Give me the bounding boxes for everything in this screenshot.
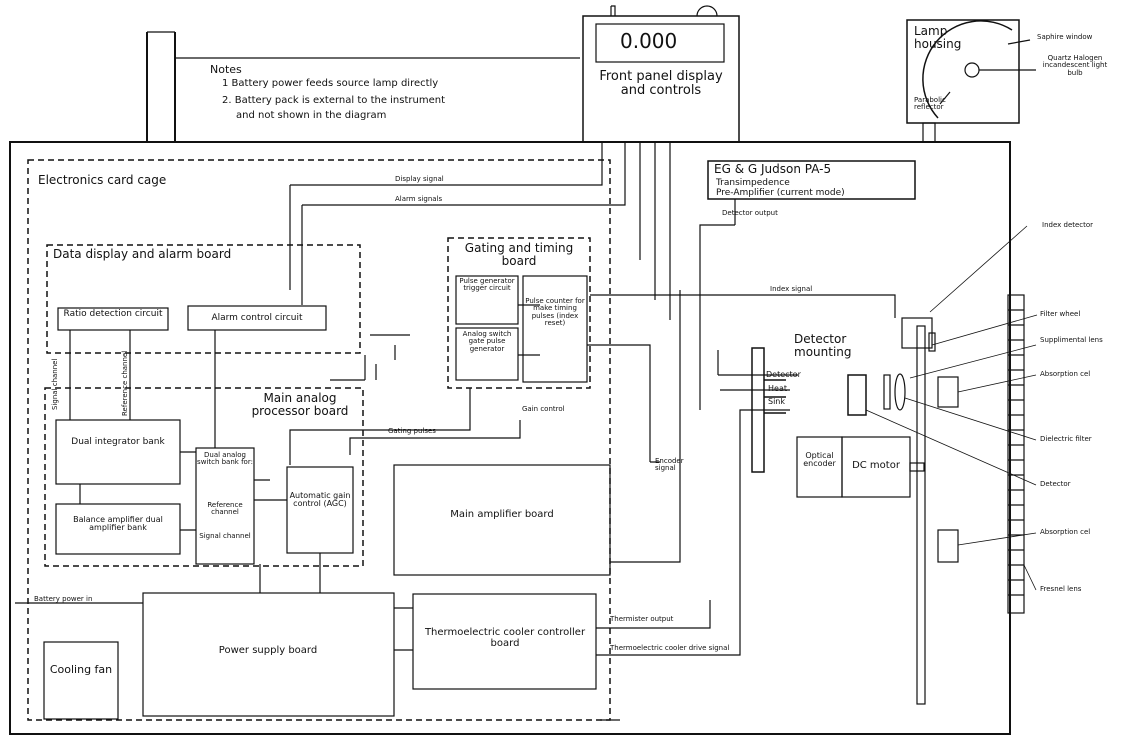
lamp-housing-label: Lamp housing [914,24,962,51]
card-cage-title: Electronics card cage [38,173,167,187]
heat-label: Heat [768,384,787,393]
dual-integrator-label: Dual integrator bank [71,437,165,447]
detector-label: Detector [766,370,801,379]
gain-control-label: Gain control [522,405,565,413]
filter-wheel-assembly [883,317,959,705]
absorption-cel-callout-2: Absorption cel [1040,528,1091,536]
gating-board-title: Gating and timing board [464,241,574,268]
sig-channel-label: Signal channel [199,532,251,540]
gating-pulses-label: Gating pulses [388,427,436,435]
fresnel-lens [1007,294,1025,614]
amplifier-line2: Transimpedence [716,178,790,188]
notes-title: Notes [210,63,242,76]
analog-switch-label: Analog switch gate pulse generator [462,330,512,353]
sink-label: Sink [768,397,786,406]
cooling-fan-label: Cooling fan [49,663,113,676]
display-signal-label: Display signal [395,175,444,183]
fresnel-lens-callout: Fresnel lens [1040,585,1082,593]
dc-motor-label: DC motor [852,460,900,471]
optical-encoder-label: Optical encoder [803,451,836,469]
card-cage [27,159,611,721]
supplimental-lens-callout: Supplimental lens [1040,336,1103,344]
front-panel-readout: 0.000 [620,29,678,53]
notes-frame [146,31,580,142]
front-panel-label: Front panel display and controls [599,69,723,98]
heat-sink [751,347,867,473]
data-board-title: Data display and alarm board [53,247,232,261]
ratio-detection-label: Ratio detection circuit [63,309,163,319]
parabolic-reflector-label: Parabolic reflector [914,96,946,112]
filter-wheel-callout: Filter wheel [1040,310,1081,318]
amplifier-line3: Pre-Amplifier (current mode) [716,188,845,198]
front-panel-frame [582,5,740,143]
lamp-housing-frame [906,19,1036,143]
pulse-counter-label: Pulse counter for make timing pulses (in… [525,297,585,328]
thermistor-output-label: Thermister output [610,615,674,623]
power-supply-label: Power supply board [218,645,318,656]
balance-amplifier-label: Balance amplifier dual amplifier bank [73,515,163,533]
note-3: and not shown in the diagram [236,110,387,121]
agc-label: Automatic gain control (AGC) [289,491,351,509]
switch-bank-label: Dual analog switch bank for: [197,451,253,467]
note-2: 2. Battery pack is external to the instr… [222,95,446,106]
boards [43,160,916,720]
enclosure [9,141,1011,735]
detector-mounting-label: Detector mounting [794,332,852,359]
index-detector-callout: Index detector [1042,221,1094,229]
te-drive-signal-label: Thermoelectric cooler drive signal [610,644,730,652]
absorption-cel-callout-1: Absorption cel [1040,370,1091,378]
callout-leaders [865,225,1038,591]
signal-channel-label: Signal channel [51,358,59,410]
detector-output-label: Detector output [722,209,778,217]
amplifier-title: EG & G Judson PA-5 [714,162,832,176]
te-cooler-label: Thermoelectric cooler controller board [424,627,586,649]
main-amplifier-label: Main amplifier board [450,509,554,520]
halogen-bulb-label: Quartz Halogen incandescent light bulb [1042,54,1108,77]
ref-channel-label: Reference channel [207,501,243,517]
analog-board-title: Main analog processor board [251,391,349,418]
dielectric-filter-callout: Dielectric filter [1040,435,1092,443]
reference-channel-label: Reference channel [121,350,129,416]
battery-power-label: Battery power in [34,595,93,603]
alarm-signals-label: Alarm signals [395,195,443,203]
note-1: 1 Battery power feeds source lamp direct… [222,78,439,89]
pulse-generator-label: Pulse generator trigger circuit [459,277,515,293]
index-signal-label: Index signal [770,285,813,293]
signal-lines [15,142,896,721]
alarm-control-label: Alarm control circuit [211,313,303,323]
saphire-window-label: Saphire window [1037,33,1093,41]
encoder-signal-label: Encoder signal [655,457,684,473]
detector-callout: Detector [1040,480,1071,488]
